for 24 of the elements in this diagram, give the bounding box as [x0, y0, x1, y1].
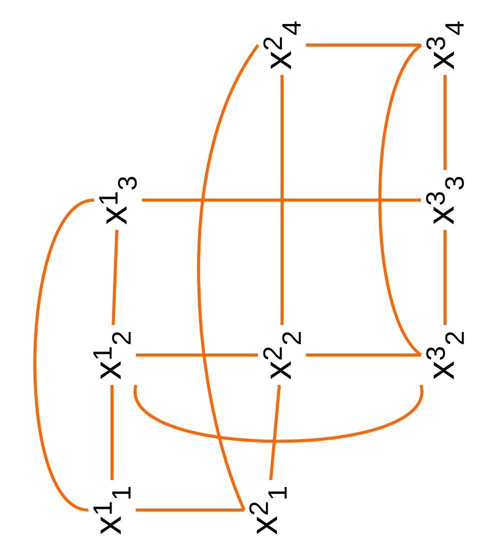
line	[112, 230, 118, 326]
variable-label: x$^{1}$1	[93, 487, 131, 534]
variable-label: x$^{3}$2	[426, 332, 464, 380]
line	[136, 508, 244, 512]
variable-label: x$^{3}$3	[426, 176, 464, 224]
curved-line	[378, 44, 422, 356]
line	[136, 354, 258, 356]
variable-label: x$^{2}$4	[263, 21, 301, 70]
line	[306, 44, 422, 46]
curved-line	[197, 44, 260, 511]
line	[142, 198, 421, 202]
curved-line	[134, 384, 422, 443]
variable-label: x$^{2}$2	[263, 332, 301, 380]
line	[110, 385, 114, 480]
line	[444, 74, 446, 170]
variable-label: x$^{1}$2	[93, 332, 131, 380]
variable-label: x$^{3}$4	[426, 21, 464, 70]
curved-line	[33, 198, 94, 512]
line	[280, 74, 284, 325]
line	[444, 230, 446, 325]
line	[269, 384, 281, 480]
variable-label: x$^{2}$1	[249, 487, 287, 534]
variable-label: x$^{1}$3	[99, 176, 137, 224]
line	[306, 354, 421, 356]
